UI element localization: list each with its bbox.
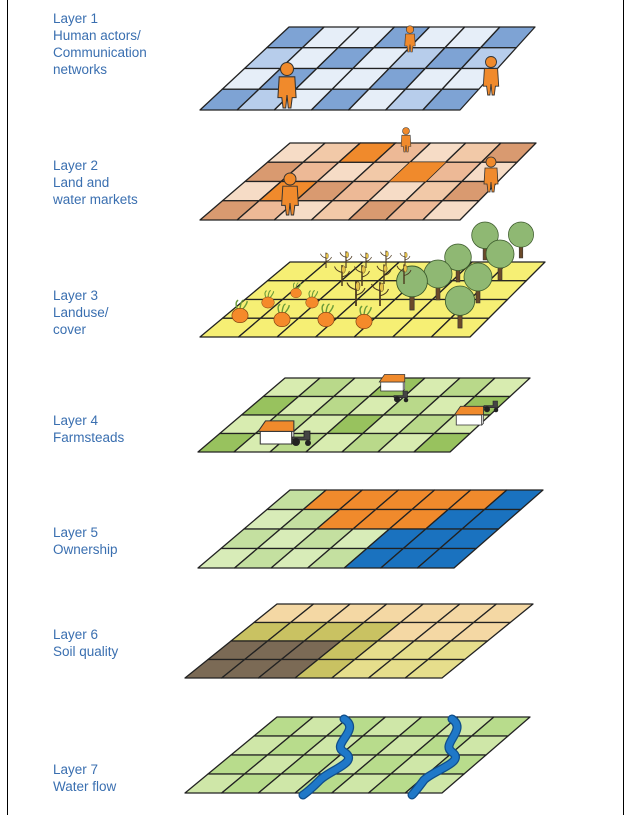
- layer-1-desc-line-2: Communication: [53, 45, 147, 60]
- grid-cell: [416, 547, 477, 569]
- layer-1-label: Layer 1 Human actors/ Communication netw…: [53, 10, 147, 78]
- layer-7-grid: [184, 714, 531, 800]
- house-icon: [378, 374, 406, 392]
- layer-6-desc-line-1: Soil quality: [53, 644, 119, 659]
- grid-cell: [422, 88, 480, 111]
- tractor-icon: [393, 390, 409, 403]
- layer-7-label: Layer 7 Water flow: [53, 761, 116, 795]
- tree-icon: [444, 243, 472, 283]
- maize-icon: [360, 252, 372, 268]
- layer-3-label: Layer 3 Landuse/ cover: [53, 287, 109, 338]
- maize-icon: [399, 252, 411, 266]
- carrot-icon: [290, 282, 302, 299]
- carrot-icon: [231, 299, 249, 324]
- layer-3-desc-line-1: Landuse/: [53, 305, 109, 320]
- maize-icon: [370, 282, 390, 306]
- river-icon: [299, 715, 353, 799]
- carrot-icon: [273, 303, 291, 328]
- maize-icon: [334, 265, 350, 286]
- layer-6-title: Layer 6: [53, 627, 99, 642]
- layer-3-title: Layer 3: [53, 288, 99, 303]
- maize-icon: [320, 252, 332, 268]
- tree-icon: [444, 285, 476, 329]
- layer-3-grid: [199, 221, 546, 338]
- layer-2-desc-line-2: water markets: [53, 192, 138, 207]
- tree-icon: [463, 262, 493, 304]
- market-plot-highlight: [389, 162, 446, 182]
- maize-icon: [354, 265, 370, 286]
- carrot-icon: [305, 290, 319, 309]
- carrot-icon: [355, 305, 373, 330]
- layer-1-desc-line-3: networks: [53, 62, 108, 77]
- layer-4-label: Layer 4 Farmsteads: [53, 412, 124, 446]
- tree-icon: [508, 221, 534, 259]
- layer-6-label: Layer 6 Soil quality: [53, 626, 118, 660]
- layer-2-title: Layer 2: [53, 158, 99, 173]
- layer-5-label: Layer 5 Ownership: [53, 524, 118, 558]
- layer-1-title: Layer 1: [53, 11, 99, 26]
- maize-icon: [376, 264, 392, 284]
- layer-1-desc-line-1: Human actors/: [53, 28, 141, 43]
- house-icon: [257, 420, 295, 446]
- carrot-icon: [317, 303, 335, 328]
- tractor-icon: [291, 430, 311, 446]
- layer-5-grid: [197, 489, 544, 569]
- grid-cell: [413, 432, 471, 453]
- person-icon: [483, 156, 499, 193]
- tractor-icon: [483, 400, 499, 413]
- house-icon: [453, 405, 484, 426]
- maize-icon: [396, 264, 412, 284]
- tree-icon: [471, 221, 499, 261]
- maize-icon: [380, 250, 392, 266]
- layer-1-grid: [199, 25, 536, 111]
- grid-cell: [404, 658, 466, 679]
- layer-5-desc-line-1: Ownership: [53, 542, 118, 557]
- river-icon: [408, 715, 461, 799]
- layer-4-grid: [197, 374, 531, 453]
- layer-4-title: Layer 4: [53, 413, 99, 428]
- layer-7-desc-line-1: Water flow: [53, 779, 117, 794]
- layer-6-grid: [184, 603, 534, 679]
- person-icon: [400, 127, 412, 153]
- person-icon: [277, 61, 297, 109]
- layer-4-desc-line-1: Farmsteads: [53, 430, 125, 445]
- figure-frame: [7, 0, 624, 815]
- market-plot: [337, 142, 398, 163]
- tree-icon: [485, 239, 515, 281]
- layer-2-label: Layer 2 Land and water markets: [53, 157, 138, 208]
- layer-2-grid: [199, 127, 537, 221]
- layer-3-desc-line-2: cover: [53, 322, 87, 337]
- layer-5-title: Layer 5: [53, 525, 99, 540]
- grid-cell: [422, 200, 480, 221]
- maize-icon: [339, 251, 353, 268]
- layer-7-title: Layer 7: [53, 762, 99, 777]
- person-icon: [404, 25, 416, 53]
- person-icon: [281, 172, 299, 216]
- carrot-icon: [261, 290, 275, 309]
- maize-icon: [346, 280, 366, 306]
- layer-2-desc-line-1: Land and: [53, 175, 110, 190]
- person-icon: [482, 56, 500, 96]
